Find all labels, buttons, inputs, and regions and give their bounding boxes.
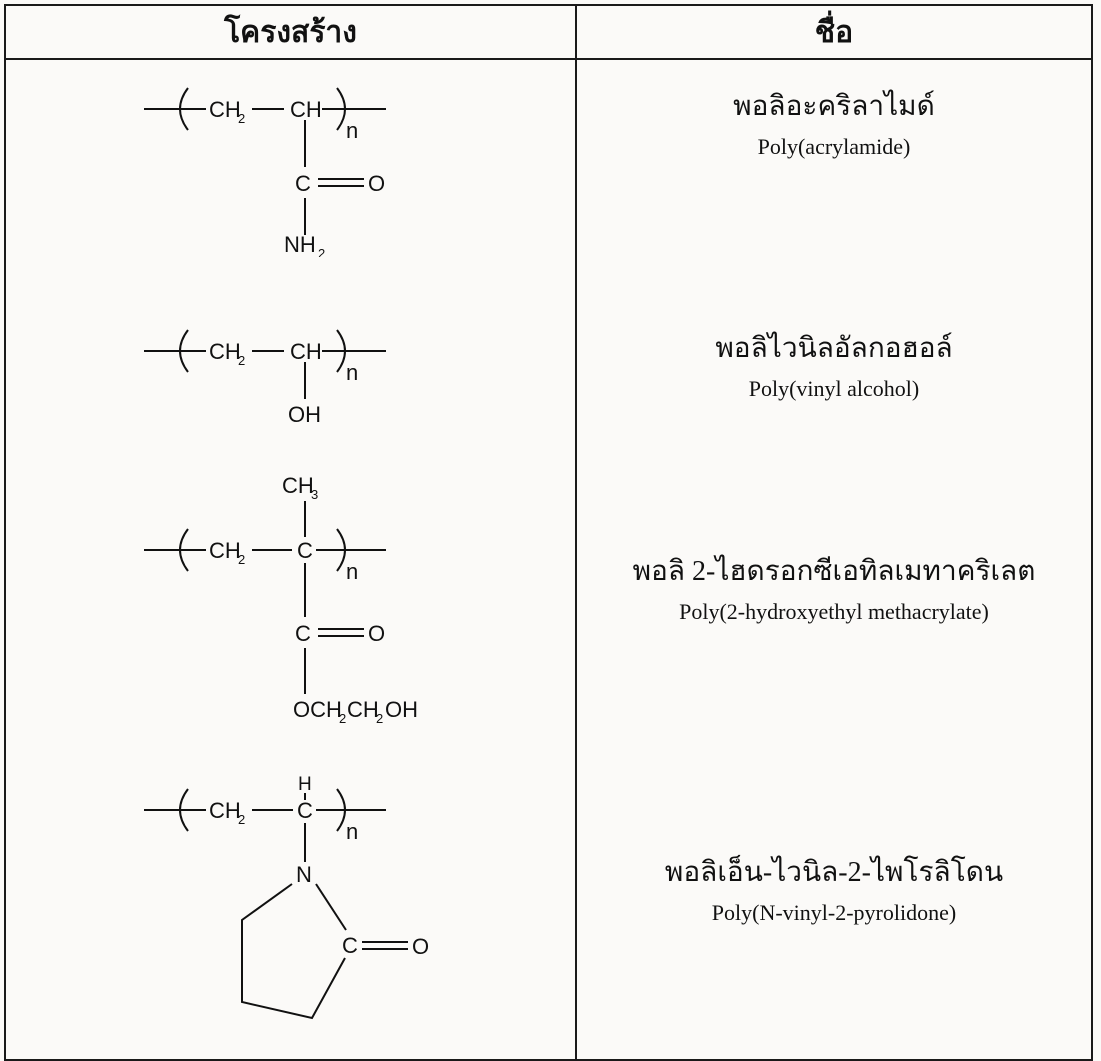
thai-name: พอลิไวนิลอัลกอฮอล์	[715, 333, 953, 364]
structure-cell-2: CH 2 CH n OH	[4, 262, 577, 457]
main1-sub: 2	[238, 353, 245, 368]
structure-polyacrylamide: CH 2 CH n C O NH	[144, 87, 386, 261]
thai-name: พอลิอะคริลาไมด์	[733, 91, 935, 122]
table-row: CH 2 CH n OH พอลิไวนิลอัลกอฮอล์	[4, 262, 1093, 457]
table-row: CH 3 CH 2 C n	[4, 457, 1093, 750]
repeat-n: n	[346, 819, 358, 844]
english-name: Poly(acrylamide)	[757, 134, 911, 159]
carbonyl-c: C	[295, 621, 311, 646]
structure-phema: CH 3 CH 2 C n	[144, 473, 418, 726]
main1-text: CH	[209, 798, 241, 823]
structure-header: โครงสร้าง	[4, 4, 577, 60]
main2-text: C	[297, 798, 313, 823]
amide-text: NH	[284, 232, 316, 257]
table-row: CH 2 CH n C O NH	[4, 59, 1093, 262]
thai-name: พอลิเอ็น-ไวนิล-2-ไพโรลิโดน	[664, 857, 1004, 888]
english-name: Poly(vinyl alcohol)	[748, 376, 920, 401]
table-row: H CH 2 C n N	[4, 750, 1093, 1061]
repeat-n: n	[346, 559, 358, 584]
thai-name: พอลิ 2-ไฮดรอกซีเอทิลเมทาคริเลต	[632, 556, 1036, 587]
ester-sub2: 2	[376, 711, 383, 726]
ester-ch: CH	[347, 697, 379, 722]
methyl-sub: 3	[311, 487, 318, 502]
repeat-n: n	[346, 118, 358, 143]
main1-sub: 2	[238, 111, 245, 126]
name-cell-1: พอลิอะคริลาไมด์ Poly(acrylamide)	[575, 59, 1093, 262]
structure-cell-4: H CH 2 C n N	[4, 750, 577, 1061]
repeat-n: n	[346, 360, 358, 385]
hydroxyl-text: OH	[288, 402, 321, 427]
ester-sub1: 2	[339, 711, 346, 726]
main1-sub: 2	[238, 812, 245, 827]
table-header-row: โครงสร้าง ชื่อ	[4, 4, 1093, 60]
amide-sub: 2	[318, 246, 325, 257]
polymer-table: โครงสร้าง ชื่อ CH 2 CH	[4, 4, 1093, 1061]
methyl-text: CH	[282, 473, 314, 498]
structure-cell-3: CH 3 CH 2 C n	[4, 457, 577, 750]
name-cell-2: พอลิไวนิลอัลกอฮอล์ Poly(vinyl alcohol)	[575, 262, 1093, 457]
main2-text: C	[297, 538, 313, 563]
structure-polyvinylalcohol: CH 2 CH n OH	[144, 329, 386, 427]
main1-text: CH	[209, 538, 241, 563]
top-h-text: H	[298, 774, 312, 795]
name-header: ชื่อ	[575, 4, 1093, 60]
ring-n: N	[296, 862, 312, 887]
main2-text: CH	[290, 339, 322, 364]
ester-oh: OH	[385, 697, 418, 722]
ester-o: OCH	[293, 697, 342, 722]
english-name: Poly(N-vinyl-2-pyrolidone)	[711, 900, 957, 925]
main1-text: CH	[209, 339, 241, 364]
main1-sub: 2	[238, 552, 245, 567]
ring-c: C	[342, 933, 358, 958]
carbonyl-c: C	[295, 171, 311, 196]
name-cell-3: พอลิ 2-ไฮดรอกซีเอทิลเมทาคริเลต Poly(2-hy…	[575, 457, 1093, 750]
english-name: Poly(2-hydroxyethyl methacrylate)	[679, 599, 989, 624]
structure-pvp: H CH 2 C n N	[144, 774, 429, 1020]
main1-text: CH	[209, 97, 241, 122]
carbonyl-o: O	[368, 621, 385, 646]
structure-cell-1: CH 2 CH n C O NH	[4, 59, 577, 262]
main2-text: CH	[290, 97, 322, 122]
name-cell-4: พอลิเอ็น-ไวนิล-2-ไพโรลิโดน Poly(N-vinyl-…	[575, 750, 1093, 1061]
carbonyl-o: O	[368, 171, 385, 196]
ring-o: O	[412, 934, 429, 959]
